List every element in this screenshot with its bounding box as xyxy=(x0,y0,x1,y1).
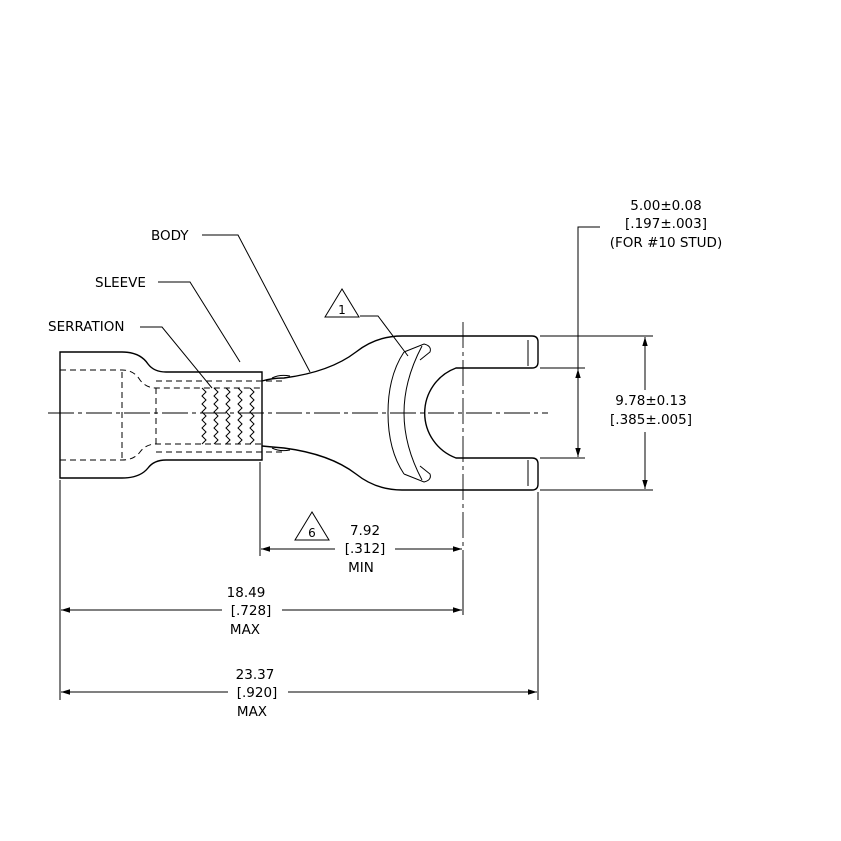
overall-inch: [.920] xyxy=(237,685,278,701)
center-inch: [.728] xyxy=(231,603,272,619)
overall-metric: 23.37 xyxy=(236,667,275,683)
note-1-number: 1 xyxy=(338,303,346,317)
leaders xyxy=(140,234,409,389)
barrel-metric: 7.92 xyxy=(350,523,380,539)
stud-metric: 5.00±0.08 xyxy=(630,198,701,214)
serration-label: SERRATION xyxy=(48,319,124,335)
stud-inch: [.197±.003] xyxy=(625,216,707,232)
stud-note: (FOR #10 STUD) xyxy=(610,235,722,251)
center-qualifier: MAX xyxy=(230,622,260,638)
center-metric: 18.49 xyxy=(227,585,266,601)
width-metric: 9.78±0.13 xyxy=(615,393,686,409)
barrel-inch: [.312] xyxy=(345,541,386,557)
body-label: BODY xyxy=(151,228,189,244)
barrel-dimension: 7.92 [.312] MIN xyxy=(259,462,462,576)
serration-pattern xyxy=(201,387,255,445)
width-dimension: 9.78±0.13 [.385±.005] xyxy=(540,335,692,491)
barrel-qualifier: MIN xyxy=(348,560,374,576)
overall-dimension: 23.37 [.920] MAX xyxy=(61,492,539,720)
stud-dimension: 5.00±0.08 [.197±.003] (FOR #10 STUD) xyxy=(540,198,722,459)
width-inch: [.385±.005] xyxy=(610,412,692,428)
note-1-triangle: 1 xyxy=(324,288,360,318)
overall-qualifier: MAX xyxy=(237,704,267,720)
sleeve-label: SLEEVE xyxy=(95,275,146,291)
center-dimension: 18.49 [.728] MAX xyxy=(59,480,464,700)
note-6-number: 6 xyxy=(308,526,316,540)
note-6-triangle: 6 xyxy=(294,511,330,541)
